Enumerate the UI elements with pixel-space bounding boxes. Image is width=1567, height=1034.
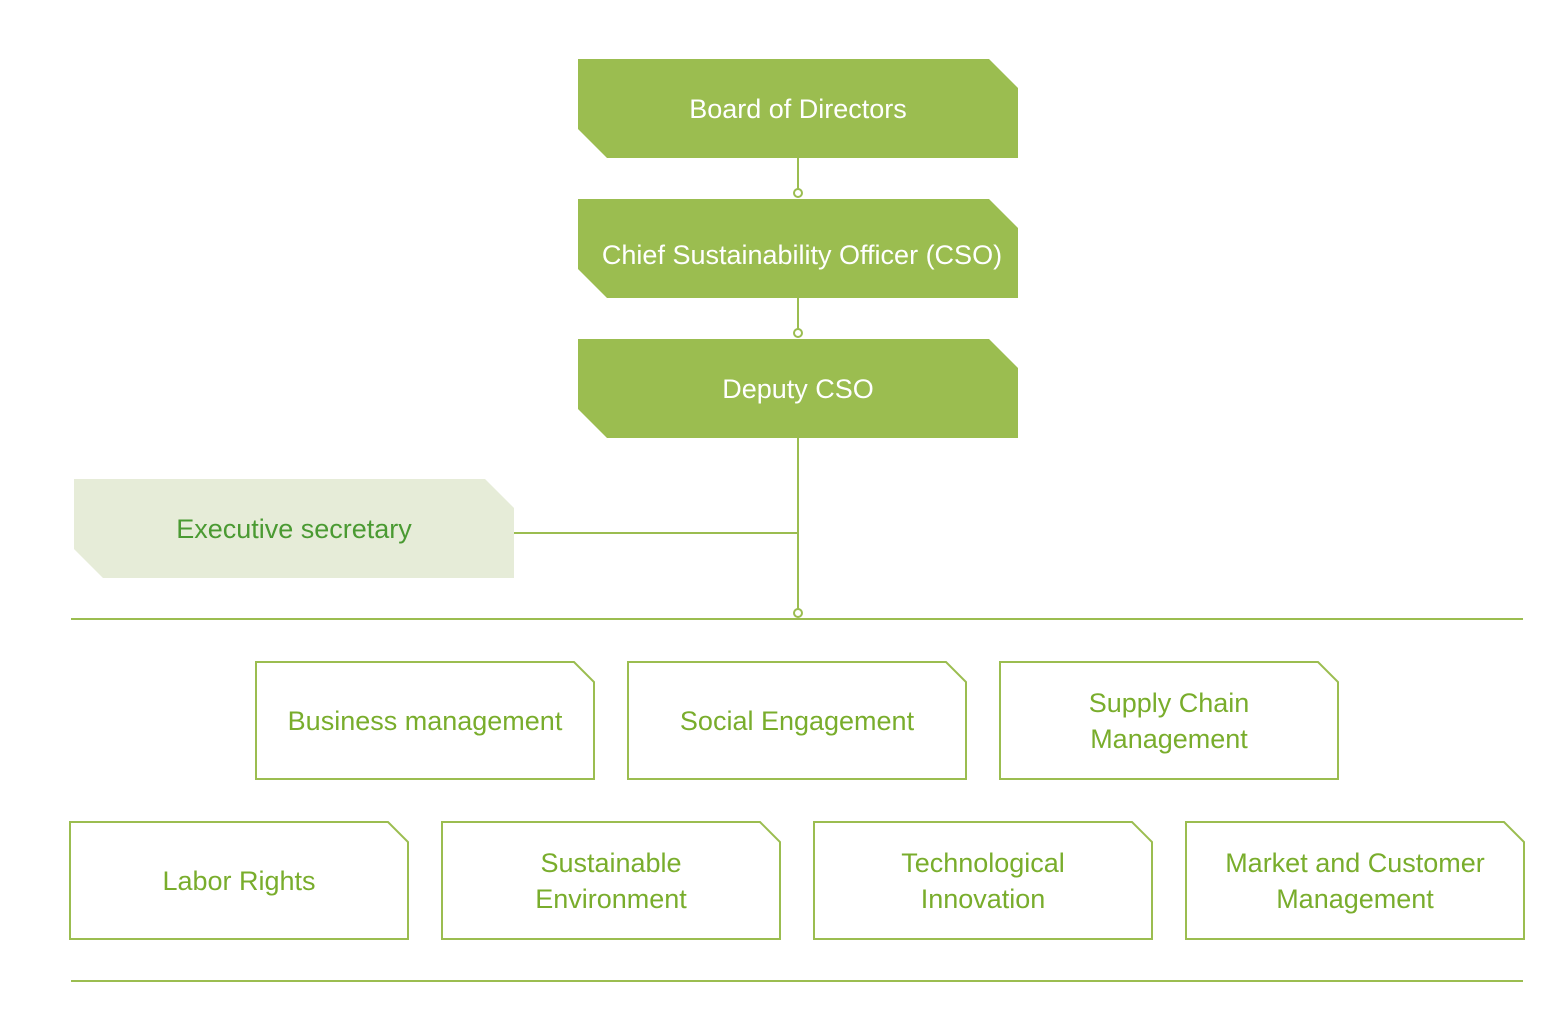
chief-sustainability-officer: Chief Sustainability Officer (CSO)	[578, 199, 1026, 310]
connector-dot-deputy	[793, 328, 803, 338]
deputy-cso-label: Deputy CSO	[722, 373, 874, 404]
department-business-management: Business management	[256, 662, 594, 779]
department-supply-chain-management: Supply Chain Management	[1000, 662, 1338, 779]
department-box-market-customer	[1185, 821, 1525, 940]
department-label: Business management	[287, 705, 563, 736]
department-box-social-engagement	[627, 661, 967, 780]
department-box-business-management	[255, 661, 595, 780]
cso-box	[578, 199, 1018, 298]
department-label: Supply Chain Management	[1088, 687, 1250, 754]
deputy-cso: Deputy CSO	[578, 339, 1018, 438]
department-label: Market and Customer Management	[1225, 847, 1485, 914]
department-market-customer-management: Market and Customer Management	[1186, 822, 1524, 939]
executive-secretary-label: Executive secretary	[176, 513, 412, 544]
department-box-technological-innovation	[813, 821, 1153, 940]
department-label: Social Engagement	[679, 705, 915, 736]
department-box-labor-rights	[69, 821, 409, 940]
department-social-engagement: Social Engagement	[628, 662, 966, 779]
department-technological-innovation: Technological Innovation	[814, 822, 1152, 939]
department-label: Sustainable Environment	[535, 847, 687, 914]
department-label: Technological Innovation	[901, 847, 1065, 914]
board-of-directors-label: Board of Directors	[689, 93, 907, 124]
department-sustainable-environment: Sustainable Environment	[442, 822, 780, 939]
department-box-supply-chain	[999, 661, 1339, 780]
executive-secretary: Executive secretary	[74, 479, 514, 578]
board-of-directors-box	[578, 59, 1018, 158]
department-label: Labor Rights	[162, 865, 316, 896]
department-labor-rights: Labor Rights	[70, 822, 408, 939]
connector-dot-cso	[793, 188, 803, 198]
cso-label: Chief Sustainability Officer (CSO)	[601, 239, 1003, 270]
board-of-directors: Board of Directors	[578, 59, 1018, 158]
deputy-cso-box	[578, 339, 1018, 438]
connector-dot-departments	[793, 608, 803, 618]
executive-secretary-box	[74, 479, 514, 578]
connectors	[71, 158, 1523, 982]
department-box-sustainable-environment	[441, 821, 781, 940]
